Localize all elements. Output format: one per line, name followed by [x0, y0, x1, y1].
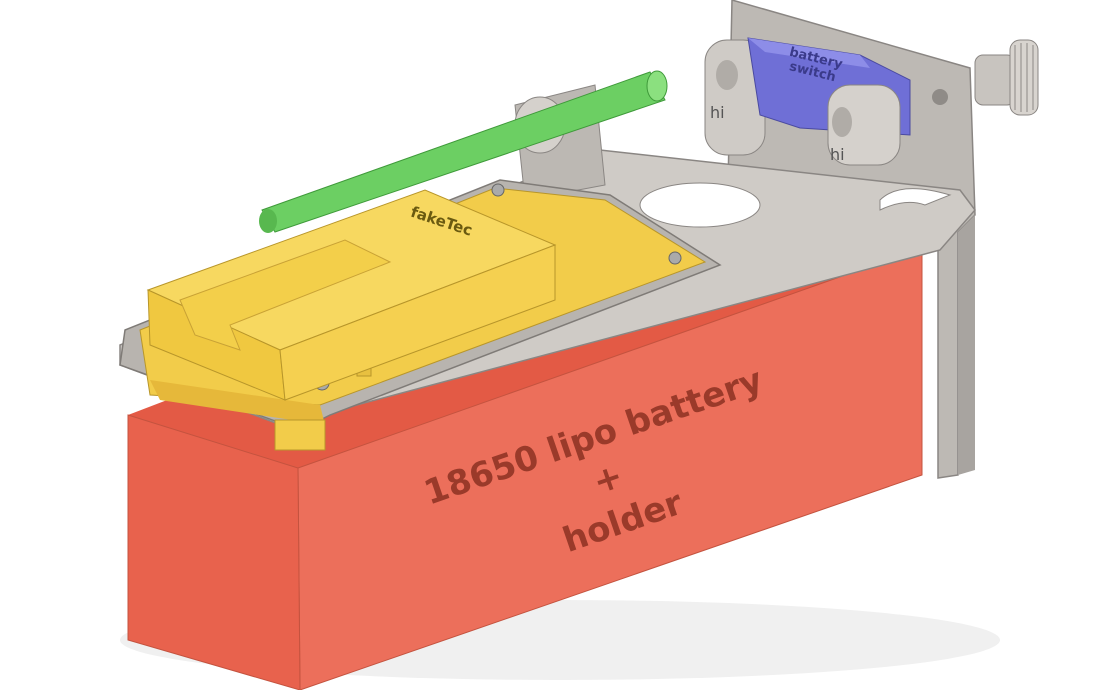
- switch-mark-right: hi: [830, 145, 845, 164]
- threaded-connector: [974, 54, 1016, 106]
- antenna-rod: [259, 70, 668, 233]
- faketec-module: fakeTec: [146, 189, 557, 401]
- plate-hole: [639, 182, 761, 228]
- battery-switch: battery switch hi hi: [704, 37, 911, 166]
- switch-mark-left: hi: [710, 103, 725, 122]
